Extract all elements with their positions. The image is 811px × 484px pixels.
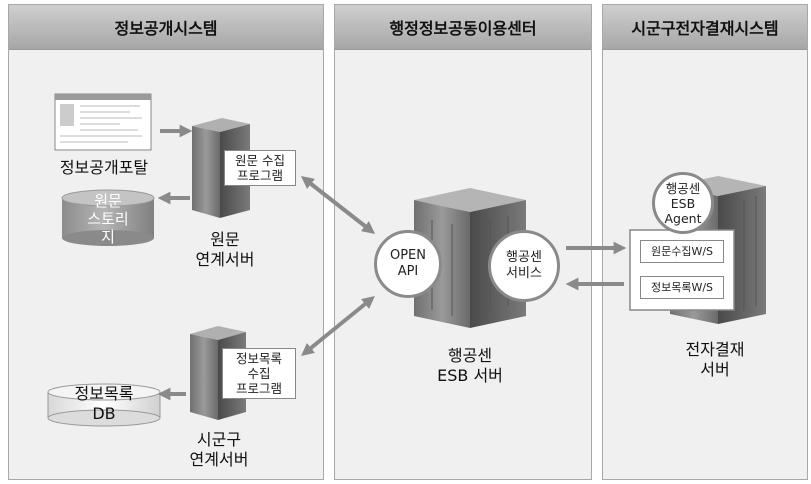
connection-arrows <box>157 124 627 401</box>
esb-agent-line2: ESB <box>670 195 696 211</box>
catalog-box-line1: 정보목록 <box>235 351 282 366</box>
ws-source-collect: 원문수집W/S <box>640 240 724 263</box>
db-label: 정보목록 DB <box>50 384 158 424</box>
storage-label: 원문 스토리 지 <box>62 192 154 246</box>
source-collect-program-box: 원문 수집 프로그램 <box>224 150 296 186</box>
district-server-label: 시군구 연계서버 <box>164 430 274 470</box>
esb-service-circle: 행공센 서비스 <box>488 230 560 302</box>
esb-server-label: 행공센 ESB 서버 <box>410 346 530 386</box>
source-storage-icon <box>61 189 155 246</box>
esb-agent-line1: 행공센 <box>665 180 701 196</box>
catalog-box-line2: 수집 <box>247 366 271 381</box>
storage-label-line1: 원문 <box>94 192 122 210</box>
db-label-line2: DB <box>92 404 116 423</box>
open-api-circle: OPEN API <box>374 230 442 298</box>
esb-agent-line3: Agent <box>664 210 702 226</box>
open-api-line1: OPEN <box>389 248 426 263</box>
catalog-collect-program-box: 정보목록 수집 프로그램 <box>222 348 296 399</box>
db-label-line1: 정보목록 <box>74 384 134 403</box>
source-server-label: 원문 연계서버 <box>170 230 280 270</box>
arrow-server2-esb <box>301 295 375 357</box>
esb-server-label-line1: 행공센 <box>447 346 493 365</box>
portal-label: 정보공개포탈 <box>59 158 149 177</box>
storage-label-line2: 스토리 <box>87 210 129 228</box>
ws-catalog: 정보목록W/S <box>640 276 724 299</box>
storage-label-line3: 지 <box>101 228 115 246</box>
catalog-box-line3: 프로그램 <box>235 381 282 396</box>
district-server-label-line2: 연계서버 <box>189 450 249 469</box>
e-approval-server-label: 전자결재 서버 <box>660 340 770 380</box>
e-approval-server-label-line1: 전자결재 <box>685 340 745 359</box>
panel-title-middle: 행정정보공동이용센터 <box>335 5 591 50</box>
panel-title-right: 시군구전자결재시스템 <box>603 5 807 50</box>
source-link-server-icon <box>192 118 250 218</box>
source-server-label-line1: 원문 <box>210 230 240 249</box>
collect-box-line1: 원문 수집 <box>235 153 285 168</box>
catalog-db-icon <box>47 383 161 427</box>
panel-title-left: 정보공개시스템 <box>9 5 323 50</box>
portal-screenshot-icon <box>54 93 152 151</box>
arrow-server1-esb <box>300 176 376 234</box>
district-server-label-line1: 시군구 <box>196 430 242 449</box>
open-api-line2: API <box>397 264 419 279</box>
esb-server-label-line2: ESB 서버 <box>437 366 503 385</box>
esb-service-line2: 서비스 <box>506 266 542 281</box>
collect-box-line2: 프로그램 <box>236 168 283 183</box>
esb-service-line1: 행공센 <box>506 250 542 265</box>
source-server-label-line2: 연계서버 <box>195 250 255 269</box>
e-approval-server-label-line2: 서버 <box>700 360 730 379</box>
esb-agent-circle: 행공센 ESB Agent <box>652 172 714 234</box>
